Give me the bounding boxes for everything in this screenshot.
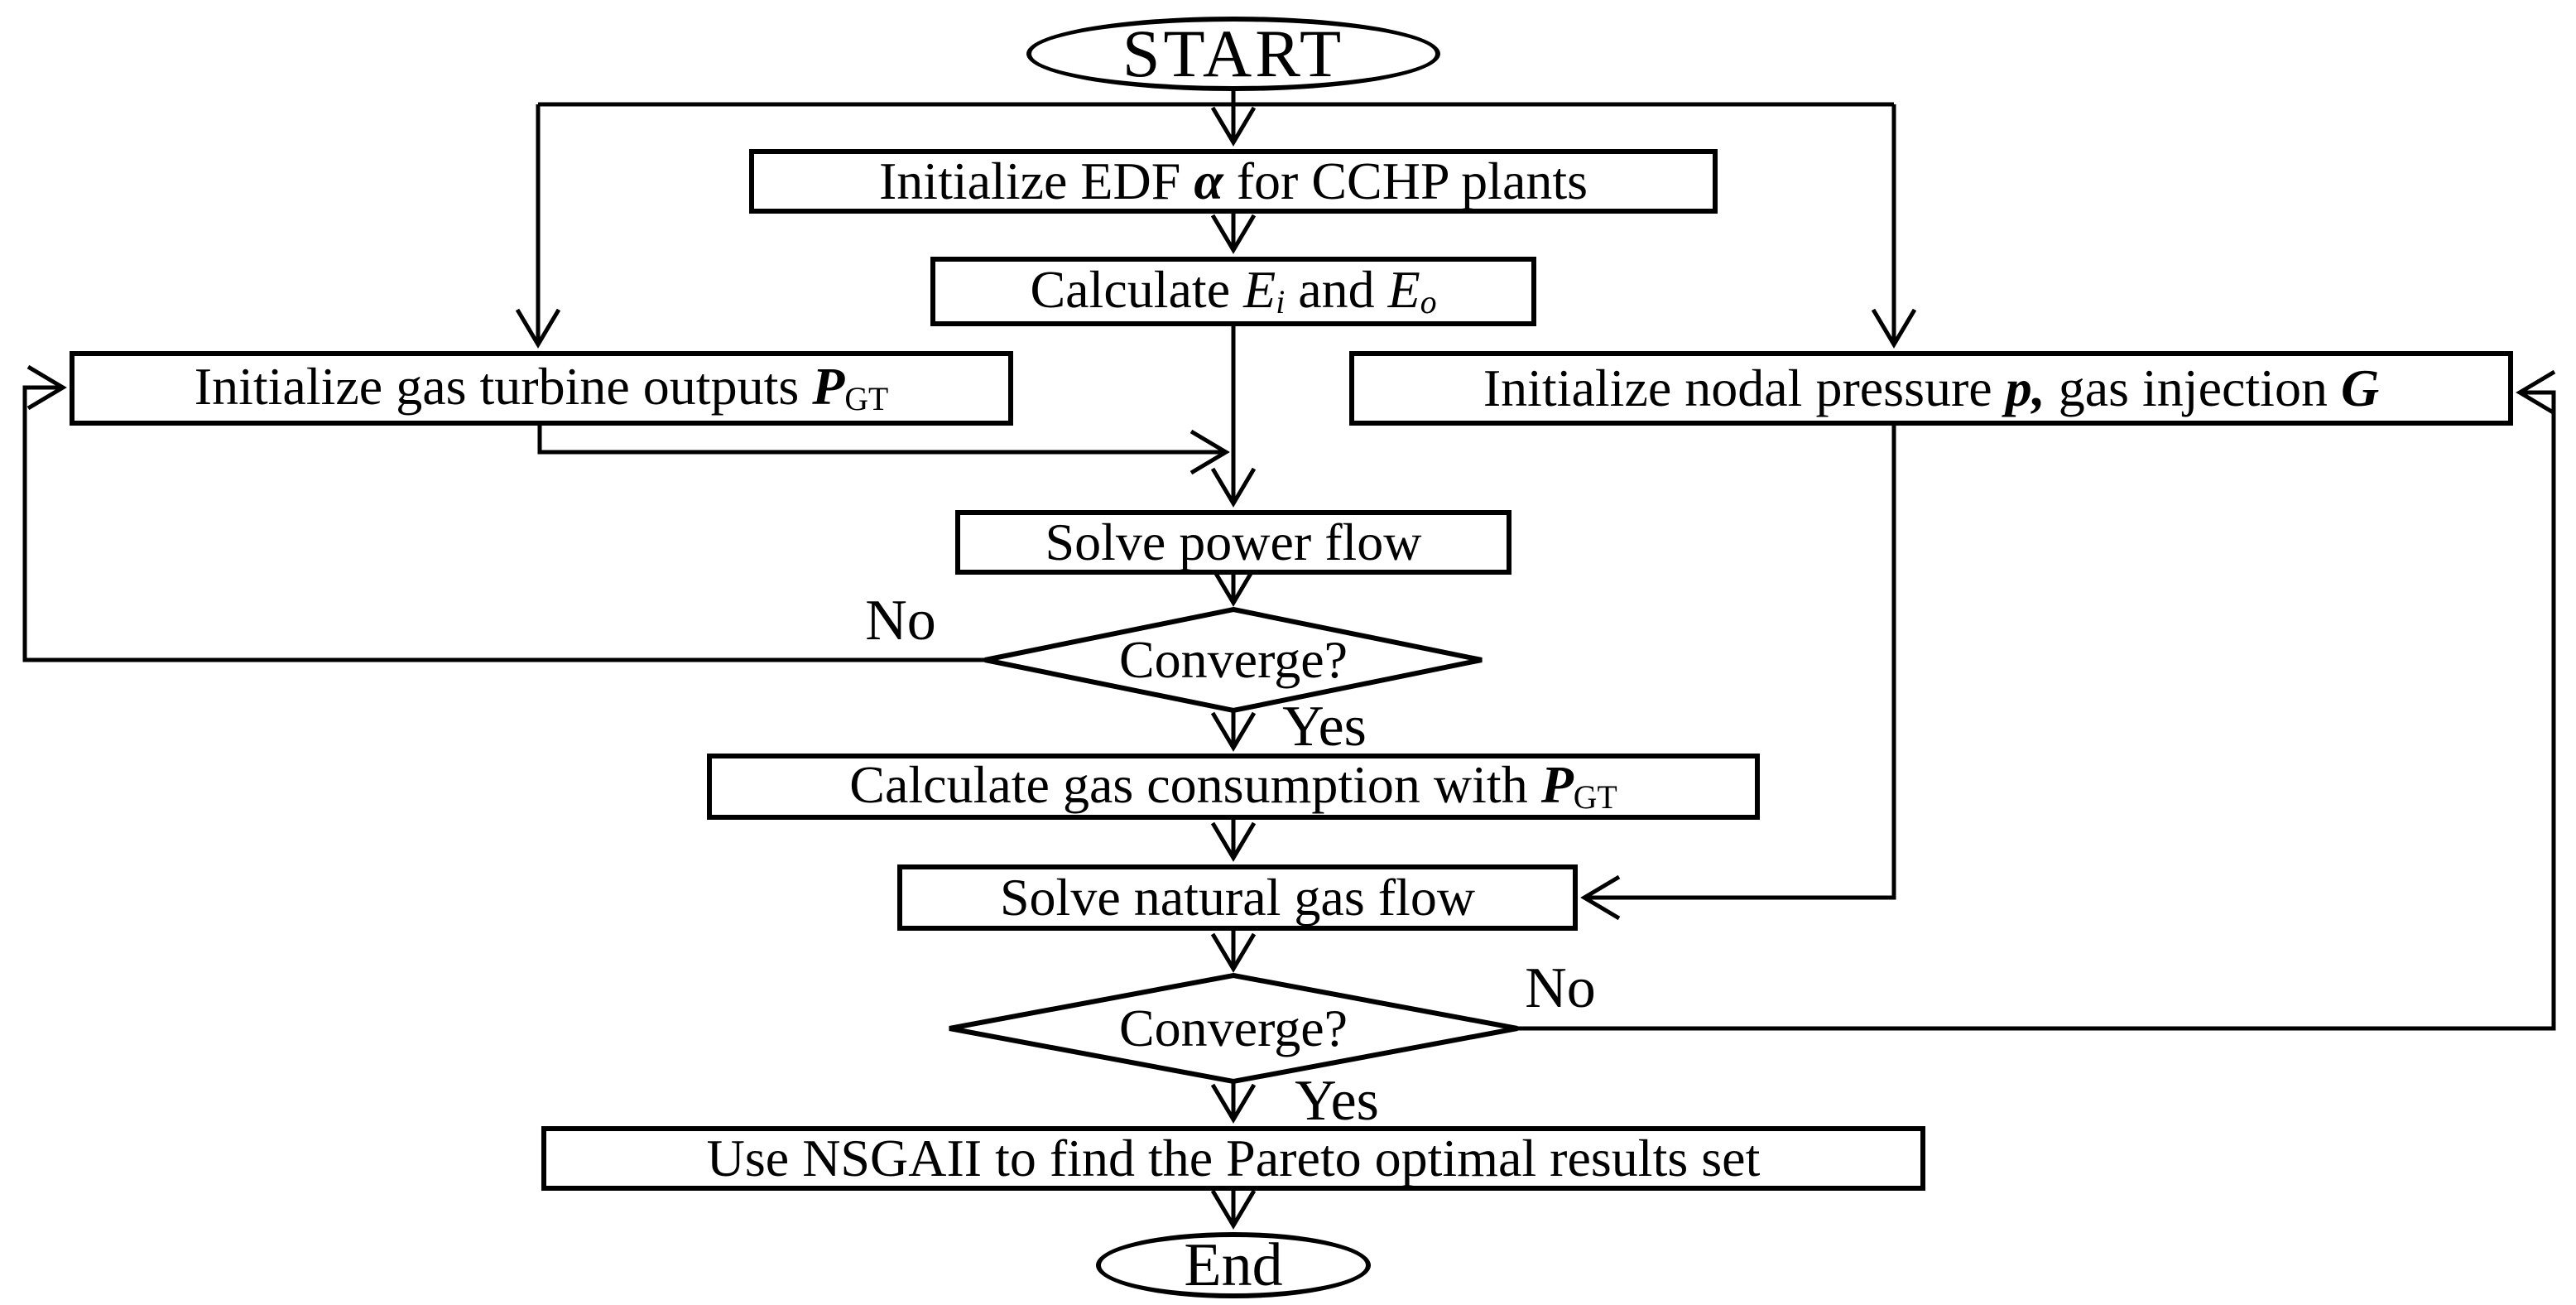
node-initialize-nodal-pressure-label: Initialize nodal pressure p, gas injecti… (1483, 359, 2380, 417)
node-use-nsgaii: Use NSGAII to find the Pareto optimal re… (541, 1126, 1925, 1191)
edge-label-yes-1: Yes (1282, 695, 1367, 758)
node-start: START (1026, 17, 1440, 91)
node-initialize-nodal-pressure: Initialize nodal pressure p, gas injecti… (1349, 351, 2513, 426)
node-initialize-gas-turbine-outputs: Initialize gas turbine outputs PGT (70, 351, 1013, 426)
edge-label-no-1: No (865, 589, 936, 652)
node-converge-2-label: Converge? (1118, 999, 1348, 1057)
node-solve-natural-gas-flow-label: Solve natural gas flow (999, 868, 1476, 927)
node-calculate-gas-consumption-label: Calculate gas consumption with PGT (849, 755, 1617, 816)
edge-initialize-gas-turbine-to-solve-power-flow (537, 426, 1230, 475)
edge-label-yes-2: Yes (1295, 1069, 1379, 1133)
node-converge-2: Converge? (949, 972, 1518, 1085)
edge-converge-2-no-loop (1517, 369, 2556, 1031)
node-converge-1-label: Converge? (1118, 630, 1348, 689)
node-initialize-edf-label: Initialize EDF α for CCHP plants (878, 152, 1588, 210)
edge-converge-1-no-loop (22, 364, 985, 662)
converge-1-diamond-shape (984, 606, 1483, 714)
node-end: End (1096, 1232, 1371, 1298)
node-end-label: End (1184, 1231, 1283, 1299)
node-initialize-edf: Initialize EDF α for CCHP plants (749, 149, 1718, 214)
node-calculate-ei-eo-label: Calculate Ei and Eo (1030, 260, 1437, 321)
node-solve-power-flow: Solve power flow (955, 510, 1511, 575)
node-calculate-ei-eo: Calculate Ei and Eo (930, 257, 1536, 326)
node-solve-power-flow-label: Solve power flow (1045, 513, 1422, 571)
node-start-label: START (1122, 16, 1345, 91)
node-use-nsgaii-label: Use NSGAII to find the Pareto optimal re… (706, 1129, 1761, 1187)
node-solve-natural-gas-flow: Solve natural gas flow (897, 864, 1578, 931)
node-calculate-gas-consumption: Calculate gas consumption with PGT (707, 754, 1760, 820)
edge-initialize-nodal-pressure-to-solve-natural-gas (1580, 426, 1896, 921)
edge-label-no-2: No (1525, 956, 1596, 1020)
node-initialize-gas-turbine-outputs-label: Initialize gas turbine outputs PGT (194, 357, 889, 418)
node-converge-1: Converge? (984, 606, 1483, 714)
converge-2-diamond-shape (949, 972, 1518, 1085)
